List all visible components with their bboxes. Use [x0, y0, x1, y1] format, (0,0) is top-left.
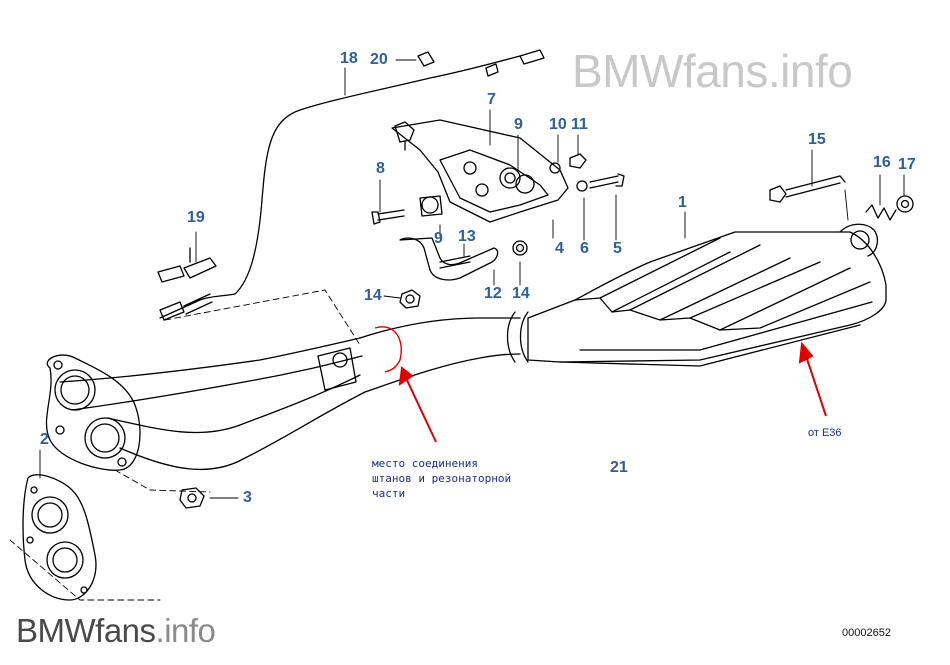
part-label-1: 1	[678, 194, 687, 211]
part-label-5: 5	[613, 240, 622, 257]
bolt-spring-hardware	[769, 175, 914, 221]
part-label-14-right: 14	[512, 285, 530, 302]
part-label-9-upper: 9	[514, 116, 523, 133]
watermark-bottom: BMWfans.info	[16, 612, 216, 650]
oxygen-sensor-wire	[159, 49, 545, 321]
front-pipe	[59, 311, 529, 471]
part-label-6: 6	[580, 240, 589, 257]
part-label-13: 13	[458, 228, 476, 245]
e36-note: от Е36	[808, 427, 842, 439]
part-label-21: 21	[610, 459, 628, 476]
sensor-19	[157, 247, 217, 283]
watermark-top: BMWfans.info	[572, 45, 853, 97]
red-arrows	[398, 341, 827, 443]
part-label-11: 11	[571, 116, 588, 133]
part-label-3: 3	[243, 489, 252, 506]
manifold-flange	[45, 354, 141, 471]
nut-3	[179, 487, 205, 509]
diagram-id: 00002652	[842, 627, 891, 639]
joint-note: место соединения штанов и резонаторной ч…	[372, 457, 512, 500]
part-label-9-lower: 9	[434, 230, 443, 247]
part-label-7: 7	[487, 91, 496, 108]
part-label-2: 2	[40, 431, 49, 448]
gasket	[22, 474, 97, 601]
part-label-16: 16	[873, 154, 891, 171]
watermark-name: BMWfans	[16, 612, 156, 649]
part-label-12: 12	[484, 285, 502, 302]
clamp-bracket	[399, 237, 528, 309]
phantom-outline	[9, 289, 361, 601]
part-label-4: 4	[555, 240, 564, 257]
part-label-15: 15	[808, 131, 826, 148]
part-label-14-left: 14	[364, 287, 382, 304]
part-label-18: 18	[340, 50, 358, 67]
catalytic-converter	[527, 223, 887, 367]
bracket-assembly	[371, 119, 625, 225]
part-label-20: 20	[370, 51, 388, 68]
joint-marker	[374, 326, 402, 373]
part-label-19: 19	[187, 209, 205, 226]
part-label-8: 8	[376, 160, 385, 177]
watermark-tld: .info	[155, 612, 216, 649]
part-label-17: 17	[898, 156, 916, 173]
leader-lines	[39, 59, 905, 499]
part-label-10: 10	[549, 116, 567, 133]
